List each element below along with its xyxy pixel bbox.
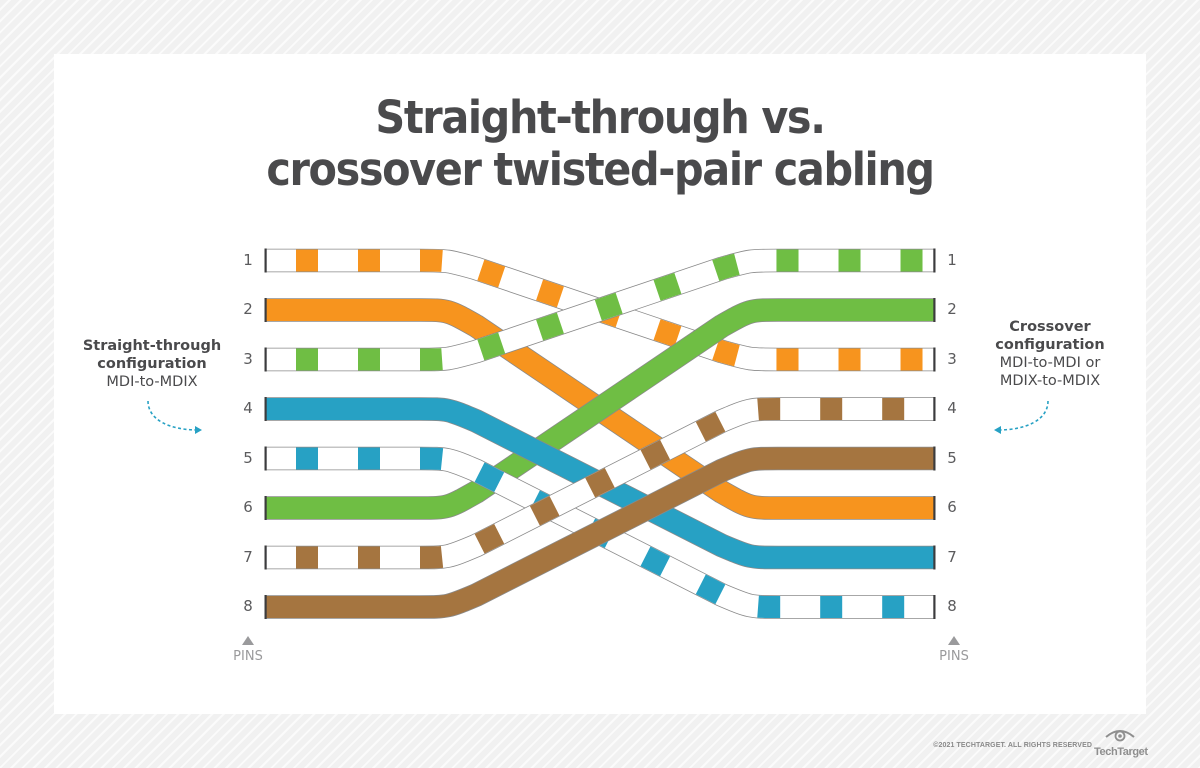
copyright-text: ©2021 TECHTARGET. ALL RIGHTS RESERVED: [933, 742, 1092, 749]
crossover-label: Crossover configuration MDI-to-MDI or MD…: [975, 318, 1125, 390]
up-triangle-icon: [242, 636, 254, 645]
left-pin-1: 1: [243, 250, 253, 269]
left-pins-caption: PINS: [223, 636, 273, 664]
left-pin-7: 7: [243, 547, 253, 566]
techtarget-logo: TechTarget: [1094, 727, 1148, 758]
left-pin-3: 3: [243, 349, 253, 368]
straight-through-subtitle: MDI-to-MDIX: [106, 374, 198, 390]
left-pin-2: 2: [243, 300, 253, 318]
wire-green-white: [264, 248, 936, 372]
crossover-subtitle-2: MDIX-to-MDIX: [999, 373, 1101, 389]
title-line-1: Straight-through vs.: [375, 91, 825, 144]
left-pin-8: 8: [243, 597, 253, 615]
right-pins-caption: PINS: [929, 636, 979, 664]
straight-through-heading-1: Straight-through: [82, 338, 222, 354]
left-pin-6: 6: [243, 498, 253, 516]
left-pin-5: 5: [243, 448, 253, 467]
left-pin-4: 4: [243, 399, 253, 417]
right-pin-6: 6: [947, 498, 957, 516]
page-title: Straight-through vs. crossover twisted-p…: [48, 92, 1152, 196]
right-pin-4: 4: [947, 399, 957, 417]
dashed-curved-arrow-left-icon: [994, 400, 1049, 434]
wire-green: [264, 298, 936, 520]
right-pin-2: 2: [947, 300, 957, 318]
right-pin-7: 7: [947, 547, 957, 566]
content-panel: [54, 54, 1146, 714]
crossover-heading-2: configuration: [995, 337, 1105, 353]
right-pin-3: 3: [947, 349, 957, 368]
up-triangle-icon: [948, 636, 960, 645]
crossover-heading-1: Crossover: [1009, 319, 1091, 335]
right-pin-5: 5: [947, 448, 957, 467]
straight-through-label: Straight-through configuration MDI-to-MD…: [72, 337, 232, 391]
right-pin-1: 1: [947, 250, 957, 269]
straight-through-heading-2: configuration: [97, 356, 207, 372]
wire-brown: [264, 446, 936, 619]
right-pin-8: 8: [947, 597, 957, 615]
title-line-2: crossover twisted-pair cabling: [266, 143, 935, 196]
crossover-subtitle-1: MDI-to-MDI or: [999, 355, 1101, 371]
dashed-curved-arrow-right-icon: [147, 400, 202, 434]
eye-icon: [1105, 730, 1135, 742]
wire-brown-white: [264, 397, 936, 570]
